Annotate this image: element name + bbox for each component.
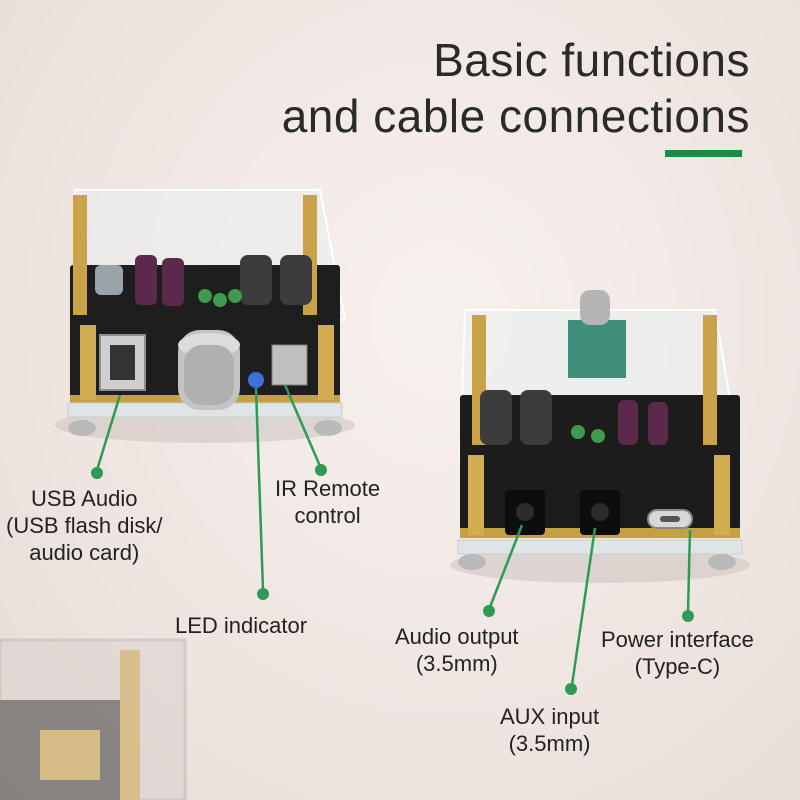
power-interface-label: Power interface (Type-C): [601, 627, 754, 679]
page-title: Basic functions and cable connections: [282, 32, 750, 144]
title-line-2: and cable connections: [281, 90, 750, 142]
title-line-1: Basic functions: [433, 34, 750, 86]
right-amplifier-unit: [450, 290, 750, 583]
callout-lines: [91, 384, 694, 695]
aux-input-label: AUX input (3.5mm): [500, 704, 600, 756]
ir-remote-label: IR Remote control: [275, 476, 381, 528]
left-amplifier-unit: [55, 189, 355, 443]
title-accent-bar: [665, 150, 742, 157]
usb-audio-label: USB Audio (USB flash disk/ audio card): [6, 486, 163, 565]
background-unit: [0, 638, 187, 800]
led-indicator-label: LED indicator: [175, 613, 308, 638]
audio-output-label: Audio output (3.5mm): [395, 624, 519, 676]
